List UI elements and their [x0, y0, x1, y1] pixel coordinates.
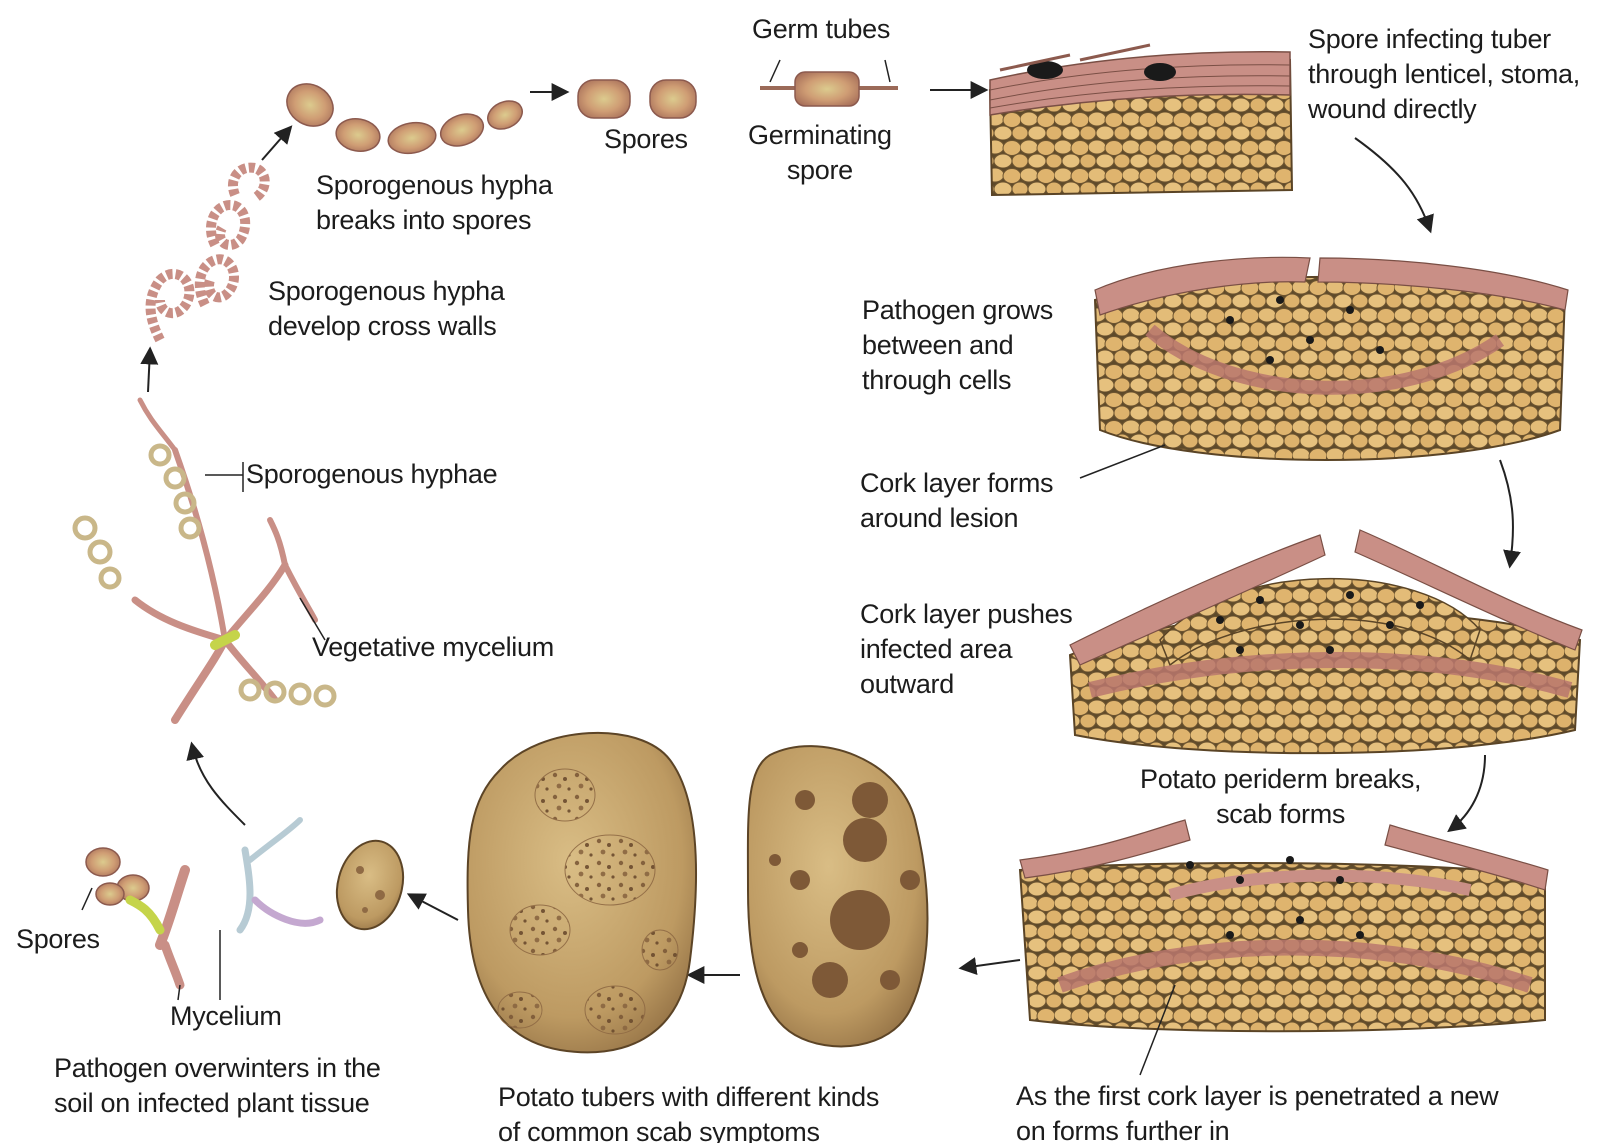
disease-cycle-diagram: Germ tubes Germinating spore Spores Spor… — [0, 0, 1617, 1143]
leader-lines — [0, 0, 1617, 1143]
